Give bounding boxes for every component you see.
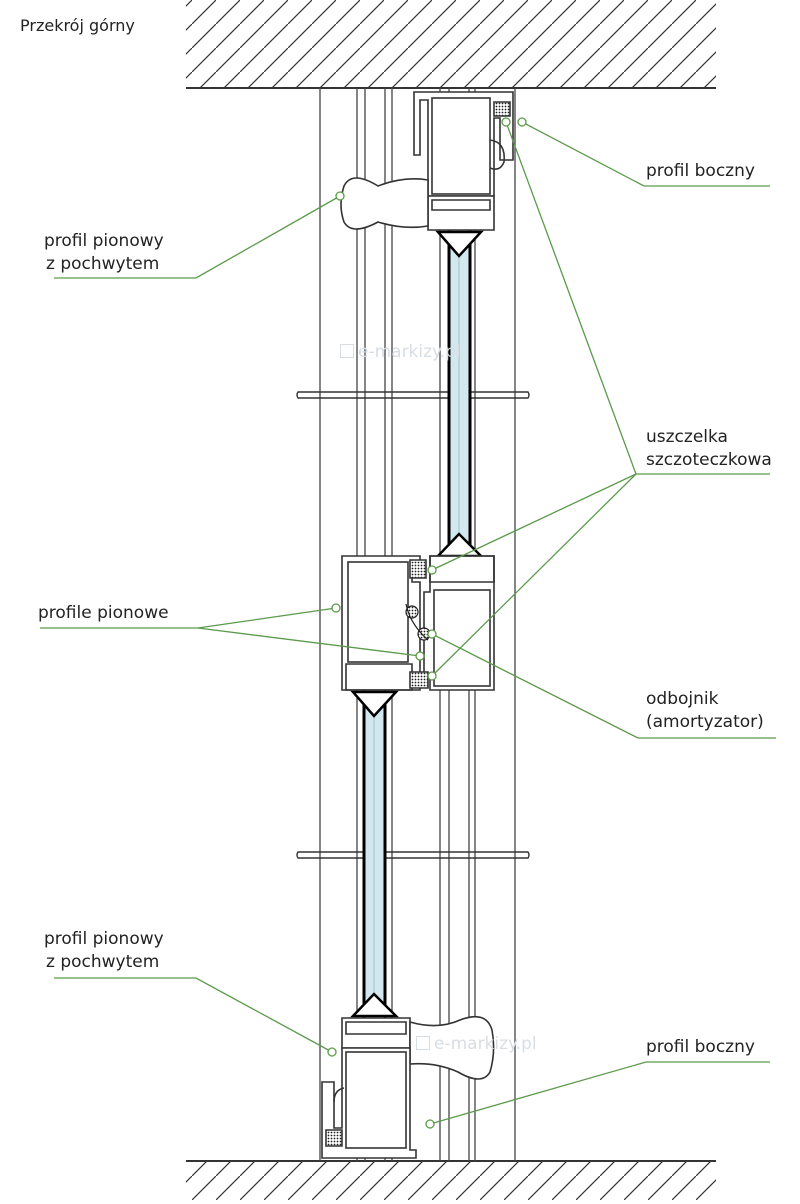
break-lines bbox=[296, 391, 530, 859]
label-profile-pionowe: profile pionowe bbox=[38, 603, 169, 623]
label-profil-pionowy-bottom: profil pionowy z pochwytem bbox=[44, 928, 164, 974]
leader-lines bbox=[40, 117, 776, 1129]
page-title: Przekrój górny bbox=[20, 16, 135, 35]
top-vertical-profile bbox=[340, 177, 495, 231]
bottom-side-profile bbox=[321, 1047, 417, 1159]
label-line: profil pionowy bbox=[44, 929, 164, 949]
bumper bbox=[405, 603, 431, 641]
top-side-profile bbox=[413, 91, 514, 197]
glass-pane-middle bbox=[362, 670, 387, 1040]
label-line: z pochwytem bbox=[46, 952, 160, 972]
glass-clamp-arrows bbox=[350, 230, 485, 1018]
label-odbojnik: odbojnik (amortyzator) bbox=[646, 688, 764, 734]
leader-profil-pionowy-top bbox=[54, 195, 341, 279]
glass-pane-top bbox=[447, 210, 472, 580]
label-line: z pochwytem bbox=[46, 254, 160, 274]
watermark-top: e-markizy.pl bbox=[340, 342, 461, 362]
leader-profil-boczny-top bbox=[521, 121, 770, 187]
watermark-logo-icon bbox=[340, 344, 354, 358]
label-profil-pionowy-top: profil pionowy z pochwytem bbox=[44, 230, 164, 276]
leader-uszczelka-3 bbox=[431, 473, 637, 677]
watermark-logo-icon bbox=[416, 1036, 430, 1050]
label-uszczelka: uszczelka szczoteczkowa bbox=[646, 426, 772, 472]
watermark-text: e-markizy.pl bbox=[358, 342, 461, 362]
label-line: uszczelka bbox=[646, 427, 728, 447]
leader-odbojnik bbox=[431, 633, 776, 739]
label-line: (amortyzator) bbox=[646, 712, 764, 732]
leader-profil-pionowy-bottom bbox=[54, 977, 333, 1053]
leader-profil-boczny-bottom bbox=[429, 1061, 770, 1125]
leader-dot bbox=[335, 191, 345, 201]
label-line: odbojnik bbox=[646, 689, 719, 709]
ceiling-wall bbox=[186, 0, 716, 89]
floor-wall bbox=[186, 1160, 716, 1200]
watermark-bottom: e-markizy.pl bbox=[416, 1034, 537, 1054]
middle-vertical-profile-left bbox=[341, 555, 427, 691]
label-line: profil pionowy bbox=[44, 231, 164, 251]
leader-profile-pionowe-2 bbox=[197, 627, 421, 657]
label-line: szczoteczkowa bbox=[646, 450, 772, 470]
label-profil-boczny-bottom: profil boczny bbox=[646, 1037, 755, 1057]
label-profil-boczny-top: profil boczny bbox=[646, 161, 755, 181]
watermark-text: e-markizy.pl bbox=[434, 1034, 537, 1054]
leader-uszczelka-2 bbox=[431, 473, 637, 571]
